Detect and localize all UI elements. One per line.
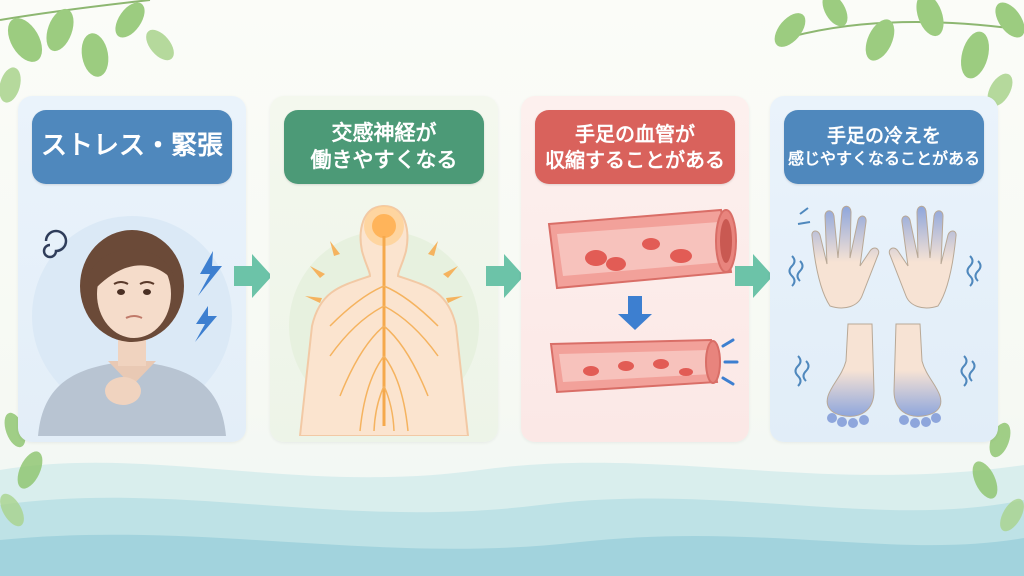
step-label-blood-vessel: 手足の血管が 収縮することがある bbox=[535, 110, 735, 184]
leaves-top-left bbox=[0, 0, 174, 103]
arrow-right-icon bbox=[486, 254, 524, 298]
step-panel-stress: ストレス・緊張 bbox=[18, 96, 246, 442]
step-label-line2: 働きやすくなる bbox=[310, 148, 458, 172]
lightning-icon bbox=[198, 251, 222, 296]
wave-front bbox=[0, 534, 1024, 576]
step-panel-sympathetic-nerve: 交感神経が 働きやすくなる bbox=[270, 96, 498, 442]
blood-vessel-illustration bbox=[547, 208, 739, 394]
left-foot-icon bbox=[826, 323, 875, 417]
arrow-down-icon bbox=[618, 296, 652, 330]
nervous-system-illustration bbox=[289, 204, 479, 436]
step-label-line2: 感じやすくなることがある bbox=[787, 148, 980, 168]
woman-stressed-illustration bbox=[32, 216, 232, 436]
right-foot-icon bbox=[893, 323, 942, 417]
leaves-top-right bbox=[774, 0, 1024, 107]
step-label-stress: ストレス・緊張 bbox=[32, 110, 232, 184]
step-panel-blood-vessel: 手足の血管が 収縮することがある bbox=[521, 96, 749, 442]
arrow-right-icon bbox=[234, 254, 272, 298]
step-label-line1: 手足の血管が bbox=[575, 122, 695, 146]
step-panel-cold-extremities: 手足の冷えを 感じやすくなることがある bbox=[770, 96, 998, 442]
arrow-right-icon bbox=[735, 254, 773, 298]
step-label-line1: 交感神経が bbox=[331, 120, 437, 145]
right-hand-icon bbox=[888, 205, 957, 309]
left-hand-icon bbox=[811, 205, 880, 309]
step-label-line1: ストレス・緊張 bbox=[40, 131, 223, 162]
cold-hands-feet-illustration bbox=[788, 205, 982, 428]
step-label-cold-extremities: 手足の冷えを 感じやすくなることがある bbox=[784, 110, 984, 184]
step-label-sympathetic-nerve: 交感神経が 働きやすくなる bbox=[284, 110, 484, 184]
step-label-line2: 収縮することがある bbox=[545, 148, 725, 172]
step-label-line1: 手足の冷えを bbox=[826, 125, 941, 148]
